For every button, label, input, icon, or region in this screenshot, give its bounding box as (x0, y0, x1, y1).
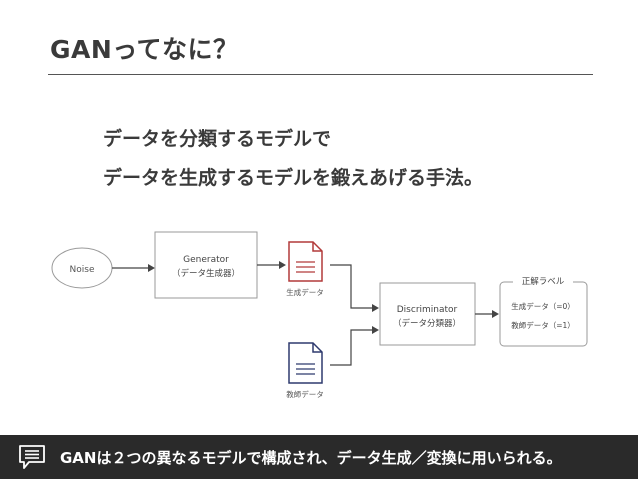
label-row-teacher: 教師データ（=1） (511, 320, 575, 330)
arrowhead-discriminator-top (372, 304, 379, 312)
edge-generated-discriminator (330, 264, 372, 309)
title-rule (48, 74, 593, 75)
footer-bar: GANは２つの異なるモデルで構成され、データ生成／変換に用いられる。 (0, 435, 638, 479)
discriminator-sublabel: （データ分類器） (393, 318, 461, 329)
label-box-title-bg (513, 275, 573, 287)
teacher-data-label: 教師データ (286, 389, 324, 399)
discriminator-node (379, 282, 476, 346)
page-title: GANってなに？ (50, 35, 239, 64)
generator-label: Generator (183, 255, 229, 265)
edge-teacher-discriminator (330, 329, 372, 366)
arrowhead-generated-doc (279, 261, 286, 269)
label-row-generated: 生成データ（=0） (511, 301, 575, 311)
lead-line-1: データを分類するモデルで (103, 128, 332, 150)
generated-data-doc-icon (288, 241, 323, 282)
lead-line-2: データを生成するモデルを鍛えあげる手法。 (103, 167, 484, 189)
noise-label: Noise (70, 265, 95, 275)
discriminator-label: Discriminator (397, 305, 458, 315)
arrowhead-generator (148, 264, 155, 272)
generator-sublabel: （データ生成器） (172, 268, 240, 279)
label-box (499, 281, 588, 347)
footer-caption: GANは２つの異なるモデルで構成され、データ生成／変換に用いられる。 (60, 449, 562, 467)
arrowhead-labels (492, 310, 499, 318)
gan-diagram: Noise Generator （データ生成器） 生成データ 教師データ Dis… (51, 231, 588, 399)
teacher-data-doc-icon (288, 342, 323, 384)
generated-data-label: 生成データ (286, 287, 324, 297)
arrowhead-discriminator-bottom (372, 326, 379, 334)
generator-node (154, 231, 258, 299)
comment-icon (19, 445, 45, 469)
label-box-title: 正解ラベル (522, 276, 565, 287)
